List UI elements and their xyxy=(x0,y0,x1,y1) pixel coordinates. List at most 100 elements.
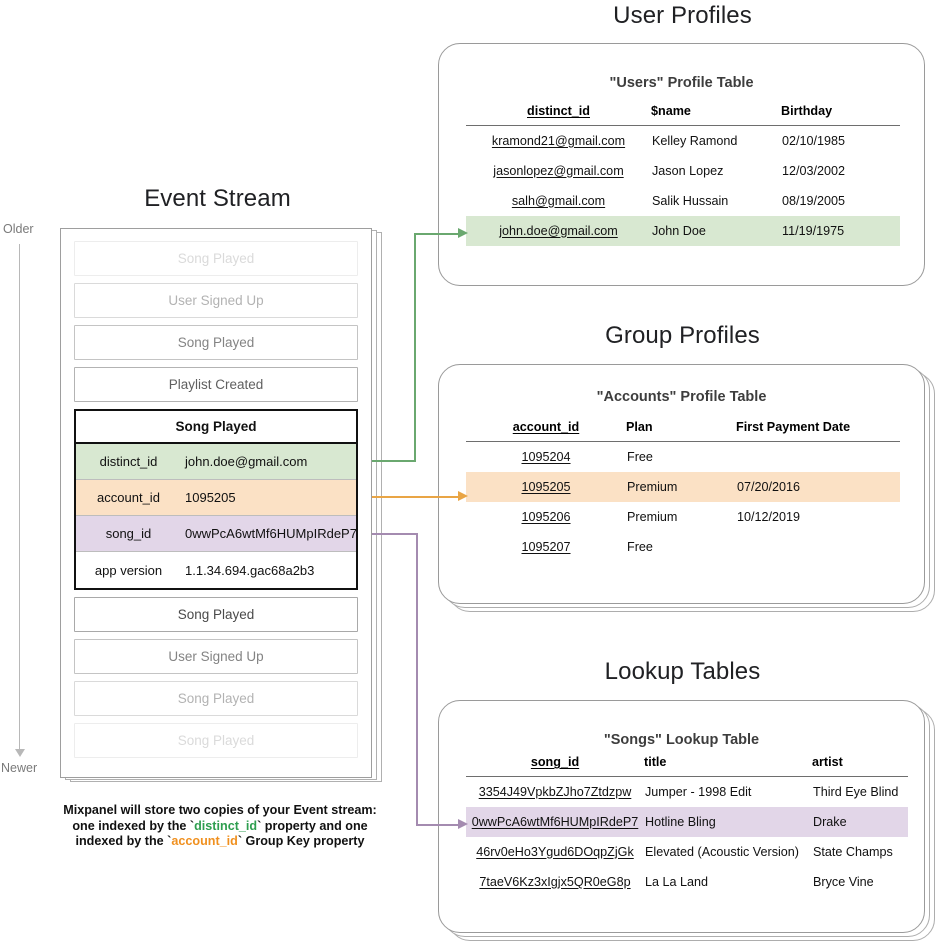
column-header: account_id xyxy=(512,420,580,434)
lookup-tables-title: Lookup Tables xyxy=(604,658,761,685)
table-cell: 11/19/1975 xyxy=(781,215,900,246)
caption-distinct-id-token: distinct_id xyxy=(194,818,258,833)
orange-arrow-head xyxy=(458,491,468,501)
table-cell: 1095207 xyxy=(521,539,571,554)
accounts-table-title: "Accounts" Profile Table xyxy=(596,389,767,405)
event-property-key: song_id xyxy=(105,526,152,541)
accounts-table-row[interactable]: 1095204 Free xyxy=(466,442,900,472)
column-header: song_id xyxy=(530,755,580,769)
users-table-row[interactable]: kramond21@gmail.com Kelley Ramond 02/10/19… xyxy=(466,126,900,156)
table-cell: La La Land xyxy=(645,874,709,889)
users-table-row[interactable]: salh@gmail.com Salik Hussain 08/19/2005 xyxy=(466,186,900,216)
table-cell: Free xyxy=(627,449,653,464)
table-cell: Bryce Vine xyxy=(813,874,874,889)
table-cell xyxy=(736,532,900,562)
column-header: Birthday xyxy=(781,104,833,118)
timeline-newer-label: Newer xyxy=(1,761,38,775)
expanded-event-card[interactable]: Song Played distinct_id john.doe@gmail.com… xyxy=(74,409,358,590)
table-cell: 46rv0eHo3Ygud6DOqpZjGk xyxy=(476,844,634,859)
table-cell: john.doe@gmail.com xyxy=(466,215,651,246)
table-cell: 1095204 xyxy=(521,449,571,464)
users-profile-card xyxy=(438,43,925,286)
table-cell: John Doe xyxy=(651,215,781,246)
purple-arrow-head xyxy=(458,819,468,829)
event-property-value: john.doe@gmail.com xyxy=(185,454,308,469)
table-cell: kramond21@gmail.com xyxy=(491,133,626,148)
event-card[interactable]: Song Played xyxy=(74,681,358,716)
user-profiles-title: User Profiles xyxy=(613,2,752,29)
diagram-caption: Mixpanel will store two copies of your E… xyxy=(30,803,410,850)
event-property-row: distinct_id john.doe@gmail.com xyxy=(76,444,356,480)
table-cell: 10/12/2019 xyxy=(737,509,801,524)
table-cell: State Champs xyxy=(813,844,893,859)
event-stream-title: Event Stream xyxy=(144,185,291,212)
table-cell: Premium xyxy=(627,509,678,524)
table-cell: Jumper - 1998 Edit xyxy=(645,784,752,799)
event-card[interactable]: Song Played xyxy=(74,241,358,276)
event-property-value: 1.1.34.694.gac68a2b3 xyxy=(185,562,315,578)
caption-line-3: indexed by the `account_id` Group Key pr… xyxy=(75,834,365,848)
caption-account-id-token: account_id xyxy=(171,834,238,848)
column-header: title xyxy=(644,755,667,769)
table-cell: Hotline Bling xyxy=(644,806,812,837)
table-cell: Third Eye Blind xyxy=(813,784,899,799)
event-card[interactable]: Song Played xyxy=(74,597,358,632)
timeline-axis-line xyxy=(19,244,20,750)
group-profiles-title: Group Profiles xyxy=(605,322,760,349)
event-property-key: distinct_id xyxy=(99,454,158,469)
event-card[interactable]: User Signed Up xyxy=(74,639,358,674)
header-rule xyxy=(466,125,900,126)
event-card[interactable]: Playlist Created xyxy=(74,367,358,402)
table-cell: jasonlopez@gmail.com xyxy=(493,163,624,178)
songs-table-row[interactable]: 7taeV6Kz3xIgjx5QR0eG8p La La Land Bryce Vi… xyxy=(466,867,908,897)
songs-table-row[interactable]: 46rv0eHo3Ygud6DOqpZjGk Elevated (Acoustic… xyxy=(466,837,908,867)
event-card[interactable]: Song Played xyxy=(74,723,358,758)
column-header: artist xyxy=(812,755,843,769)
table-cell: Kelley Ramond xyxy=(652,133,738,148)
table-cell: Elevated (Acoustic Version) xyxy=(645,844,799,859)
table-cell: Premium xyxy=(626,471,736,502)
column-header: $name xyxy=(651,104,691,118)
event-property-key: account_id xyxy=(97,490,160,505)
caption-line-1: Mixpanel will store two copies of your E… xyxy=(63,803,377,817)
table-cell: Drake xyxy=(812,806,908,837)
table-cell: salh@gmail.com xyxy=(511,193,606,208)
table-cell: 1095206 xyxy=(521,509,571,524)
table-cell: 0wwPcA6wtMf6HUMpIRdeP7 xyxy=(466,806,644,837)
column-header: Plan xyxy=(626,420,653,434)
event-card[interactable]: User Signed Up xyxy=(74,283,358,318)
timeline-arrow-icon xyxy=(15,749,25,757)
table-cell: Jason Lopez xyxy=(652,163,724,178)
event-card[interactable]: Song Played xyxy=(74,325,358,360)
header-rule xyxy=(466,776,908,777)
caption-line-2: one indexed by the `distinct_id` propert… xyxy=(72,818,368,833)
timeline-older-label: Older xyxy=(3,222,34,236)
table-cell: 7taeV6Kz3xIgjx5QR0eG8p xyxy=(479,874,631,889)
songs-table-title: "Songs" Lookup Table xyxy=(603,732,760,748)
table-cell: 02/10/1985 xyxy=(782,133,846,148)
header-rule xyxy=(466,441,900,442)
accounts-table-row[interactable]: 1095207 Free xyxy=(466,532,900,562)
event-property-row: app version 1.1.34.694.gac68a2b3 xyxy=(76,552,356,588)
songs-table: song_id title artist 3354J49VpkbZJho7Ztdzpw… xyxy=(466,755,908,897)
table-cell: 08/19/2005 xyxy=(782,193,846,208)
table-cell: Salik Hussain xyxy=(652,193,729,208)
table-cell: 07/20/2016 xyxy=(736,471,900,502)
green-arrow-head xyxy=(458,228,468,238)
expanded-event-name: Song Played xyxy=(76,411,356,444)
table-cell: Free xyxy=(627,539,653,554)
column-header: First Payment Date xyxy=(736,420,851,434)
accounts-table-row[interactable]: 1095206 Premium 10/12/2019 xyxy=(466,502,900,532)
users-table-title: "Users" Profile Table xyxy=(609,75,754,91)
event-property-key: app version xyxy=(94,562,163,578)
event-property-value: 1095205 xyxy=(185,490,236,505)
